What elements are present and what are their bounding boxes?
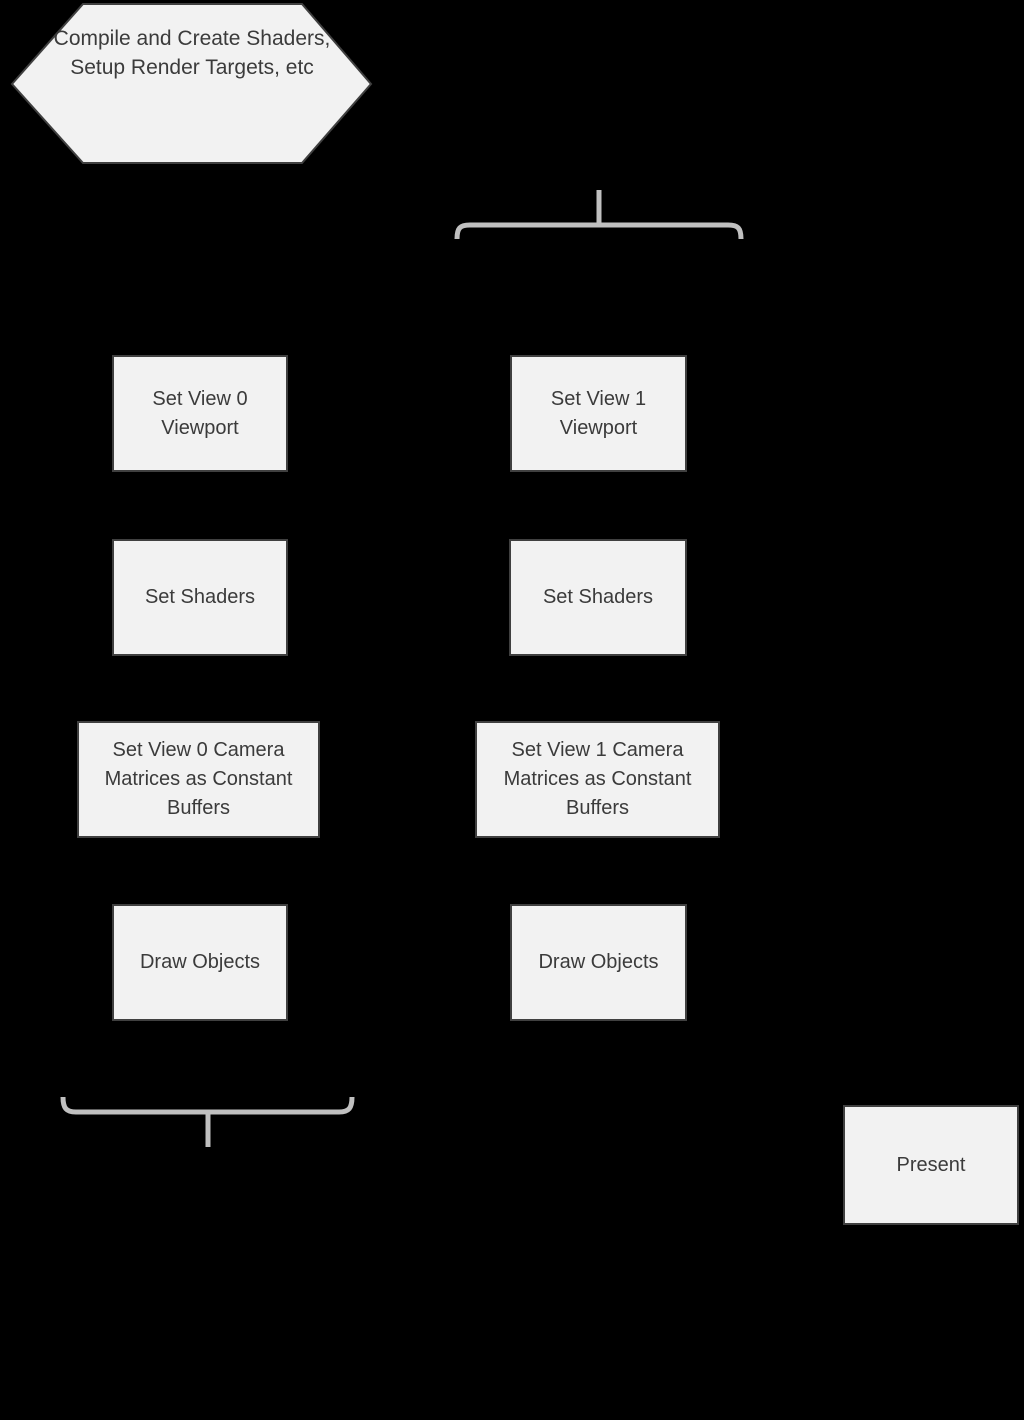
node-label: Set Shaders	[542, 586, 654, 608]
node-set-shaders-view1: Set Shaders	[509, 539, 687, 656]
node-set-view0-camera-matrices: Set View 0 Camera Matrices as Constant B…	[77, 721, 320, 838]
node-set-view1-viewport: Set View 1 Viewport	[510, 355, 687, 472]
node-label: Draw Objects	[538, 951, 659, 973]
node-draw-objects-view0: Draw Objects	[112, 904, 288, 1021]
node-label: Present	[896, 1153, 966, 1176]
hexagon-line: Targets, etc	[205, 56, 314, 79]
node-set-view0-viewport: Set View 0 Viewport	[112, 355, 288, 472]
top-brace-icon	[454, 222, 744, 240]
node-label: Set Shaders	[144, 586, 256, 608]
node-compile-create-shaders: Compile and Create Shaders, Setup Render…	[42, 24, 342, 82]
hexagon-line: Create Shaders,	[177, 27, 331, 50]
node-set-view1-camera-matrices: Set View 1 Camera Matrices as Constant B…	[475, 721, 720, 838]
node-label: Set View 1 Viewport	[550, 387, 647, 439]
node-label: Set View 0 Viewport	[152, 387, 248, 439]
node-label: Draw Objects	[139, 951, 261, 973]
node-label: Set View 1 Camera Matrices as Constant B…	[503, 739, 692, 819]
node-set-shaders-view0: Set Shaders	[112, 539, 288, 656]
node-present: Present	[843, 1105, 1019, 1225]
node-label: Set View 0 Camera Matrices as Constant B…	[104, 739, 293, 819]
hexagon-line: Setup Render	[70, 56, 200, 79]
hexagon-line: Compile and	[53, 27, 172, 50]
node-draw-objects-view1: Draw Objects	[510, 904, 687, 1021]
bottom-brace-icon	[60, 1096, 355, 1115]
